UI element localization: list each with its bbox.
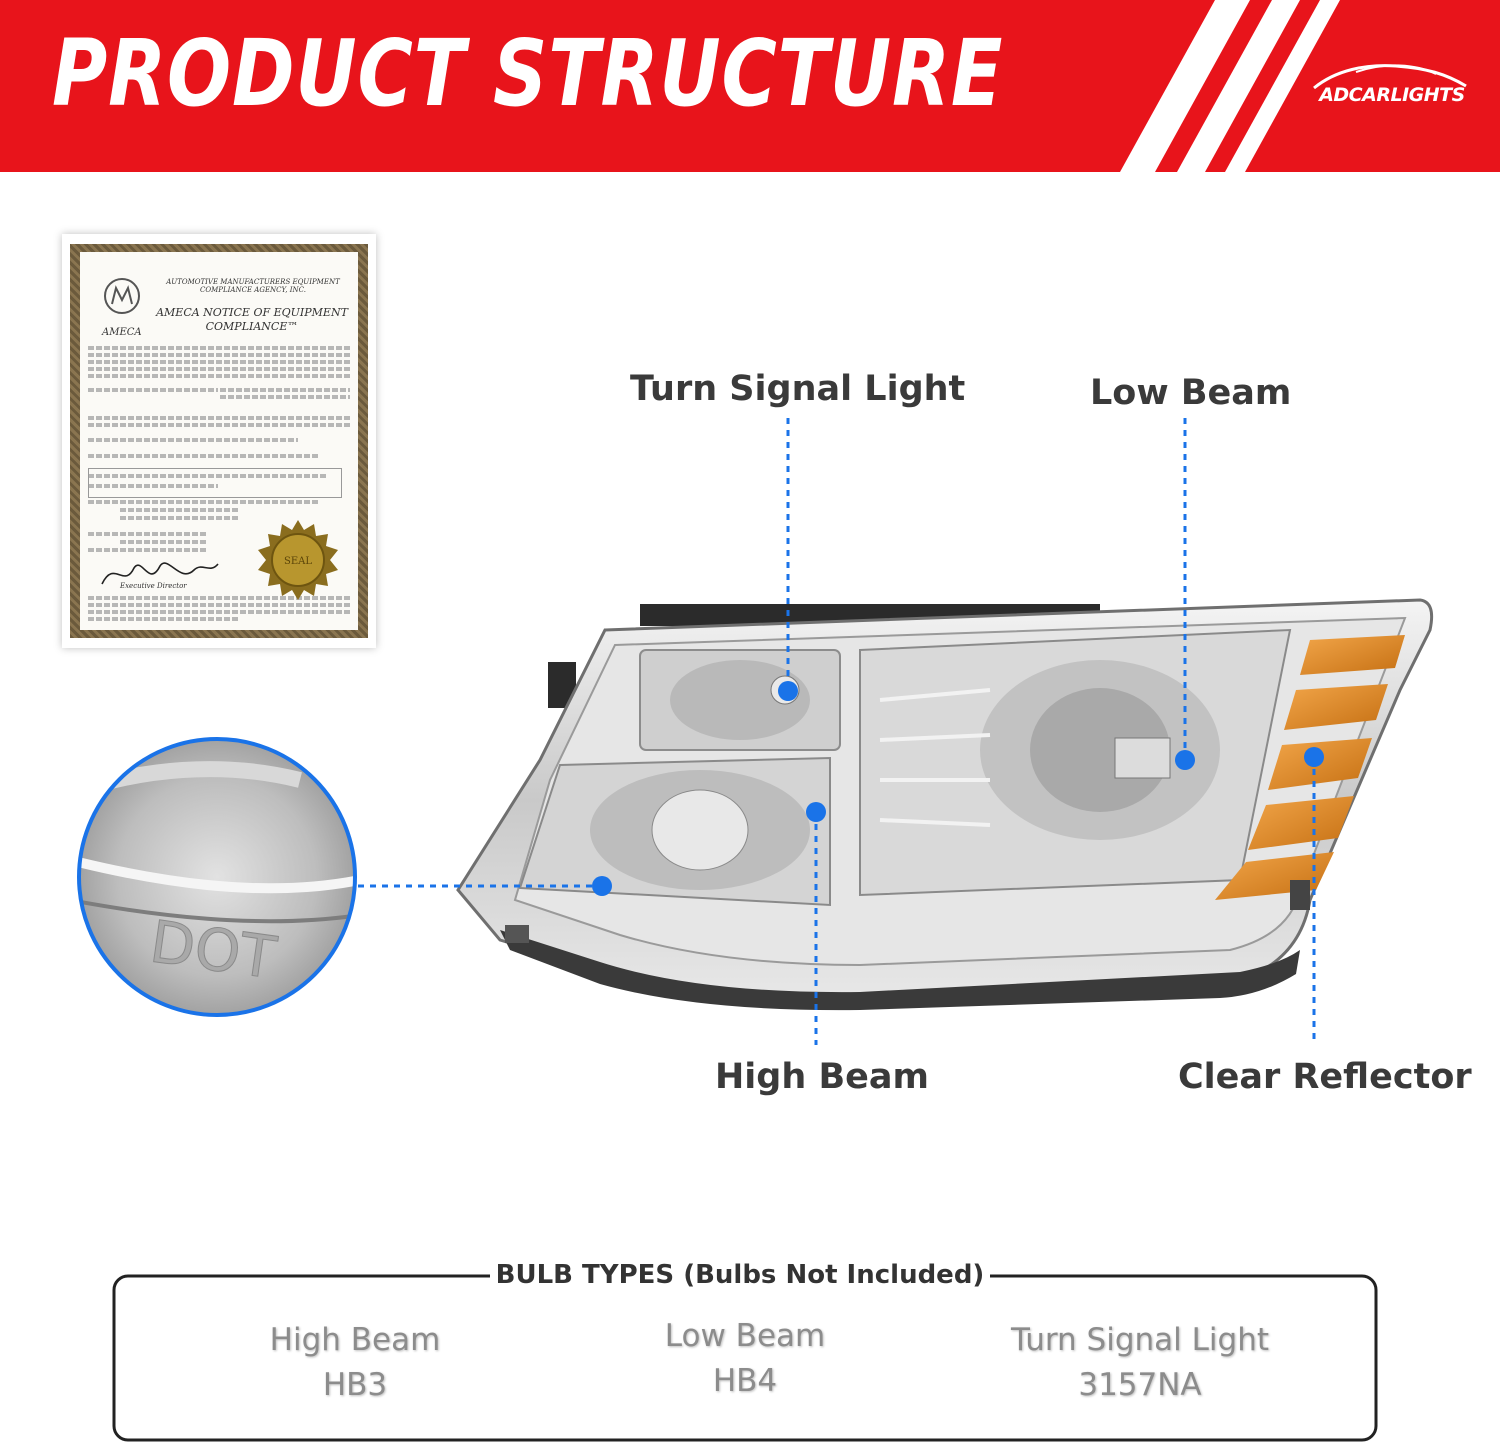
certificate-heading: AMECA NOTICE OF EQUIPMENT COMPLIANCE™ — [156, 306, 348, 333]
bulb-type-code: HB3 — [322, 1367, 388, 1403]
brand-logo[interactable]: ADCARLIGHTS — [1296, 60, 1488, 110]
bulb-type-name: Turn Signal Light — [1010, 1322, 1270, 1358]
bulb-type-code: HB4 — [712, 1363, 778, 1399]
brand-name: ADCARLIGHTS — [1319, 84, 1465, 106]
clear-reflector-marker — [1304, 747, 1324, 767]
callout-high-beam: High Beam — [715, 1057, 929, 1097]
callout-markers — [592, 681, 1324, 896]
car-silhouette-icon — [1313, 64, 1467, 90]
headlight-assembly — [456, 598, 1434, 1011]
certificate-org: AUTOMOTIVE MANUFACTURERS EQUIPMENT COMPL… — [166, 278, 340, 294]
amber-side-marker — [1215, 635, 1405, 900]
bulb-type-name: High Beam — [269, 1322, 441, 1358]
seal-text: SEAL — [284, 556, 312, 567]
bulb-type-high-beam: High Beam HB3 — [215, 1318, 495, 1408]
gold-seal-icon: SEAL — [258, 520, 338, 600]
ameca-logo-icon — [104, 278, 140, 314]
bulb-type-turn-signal: Turn Signal Light 3157NA — [970, 1318, 1310, 1408]
header-banner: PRODUCT STRUCTURE ADCARLIGHTS — [0, 0, 1500, 172]
high-beam-marker — [806, 802, 826, 822]
callout-turn-signal: Turn Signal Light — [630, 369, 966, 409]
ameca-certificate: AMECA AUTOMOTIVE MANUFACTURERS EQUIPMENT… — [62, 234, 376, 648]
markings-table — [88, 468, 342, 498]
bulb-type-name: Low Beam — [664, 1318, 826, 1354]
certificate-logo-text: AMECA — [102, 327, 142, 338]
bulb-type-low-beam: Low Beam HB4 — [605, 1314, 885, 1404]
callout-low-beam: Low Beam — [1090, 373, 1292, 413]
certificate-paper: AMECA AUTOMOTIVE MANUFACTURERS EQUIPMENT… — [80, 252, 358, 630]
callout-clear-reflector: Clear Reflector — [1178, 1057, 1472, 1097]
callout-lines — [358, 418, 1316, 1045]
banner-background — [0, 0, 1500, 172]
dot-marking-marker — [592, 876, 612, 896]
turn-signal-marker — [778, 681, 798, 701]
signature-icon — [101, 562, 219, 585]
bulb-type-code: 3157NA — [1078, 1367, 1202, 1403]
page-title: PRODUCT STRUCTURE — [52, 20, 1004, 127]
signature-label: Executive Director — [120, 582, 187, 590]
dot-marking-zoom: DOT — [77, 737, 357, 1017]
bulb-types-title: BULB TYPES (Bulbs Not Included) — [490, 1258, 990, 1292]
low-beam-marker — [1175, 750, 1195, 770]
